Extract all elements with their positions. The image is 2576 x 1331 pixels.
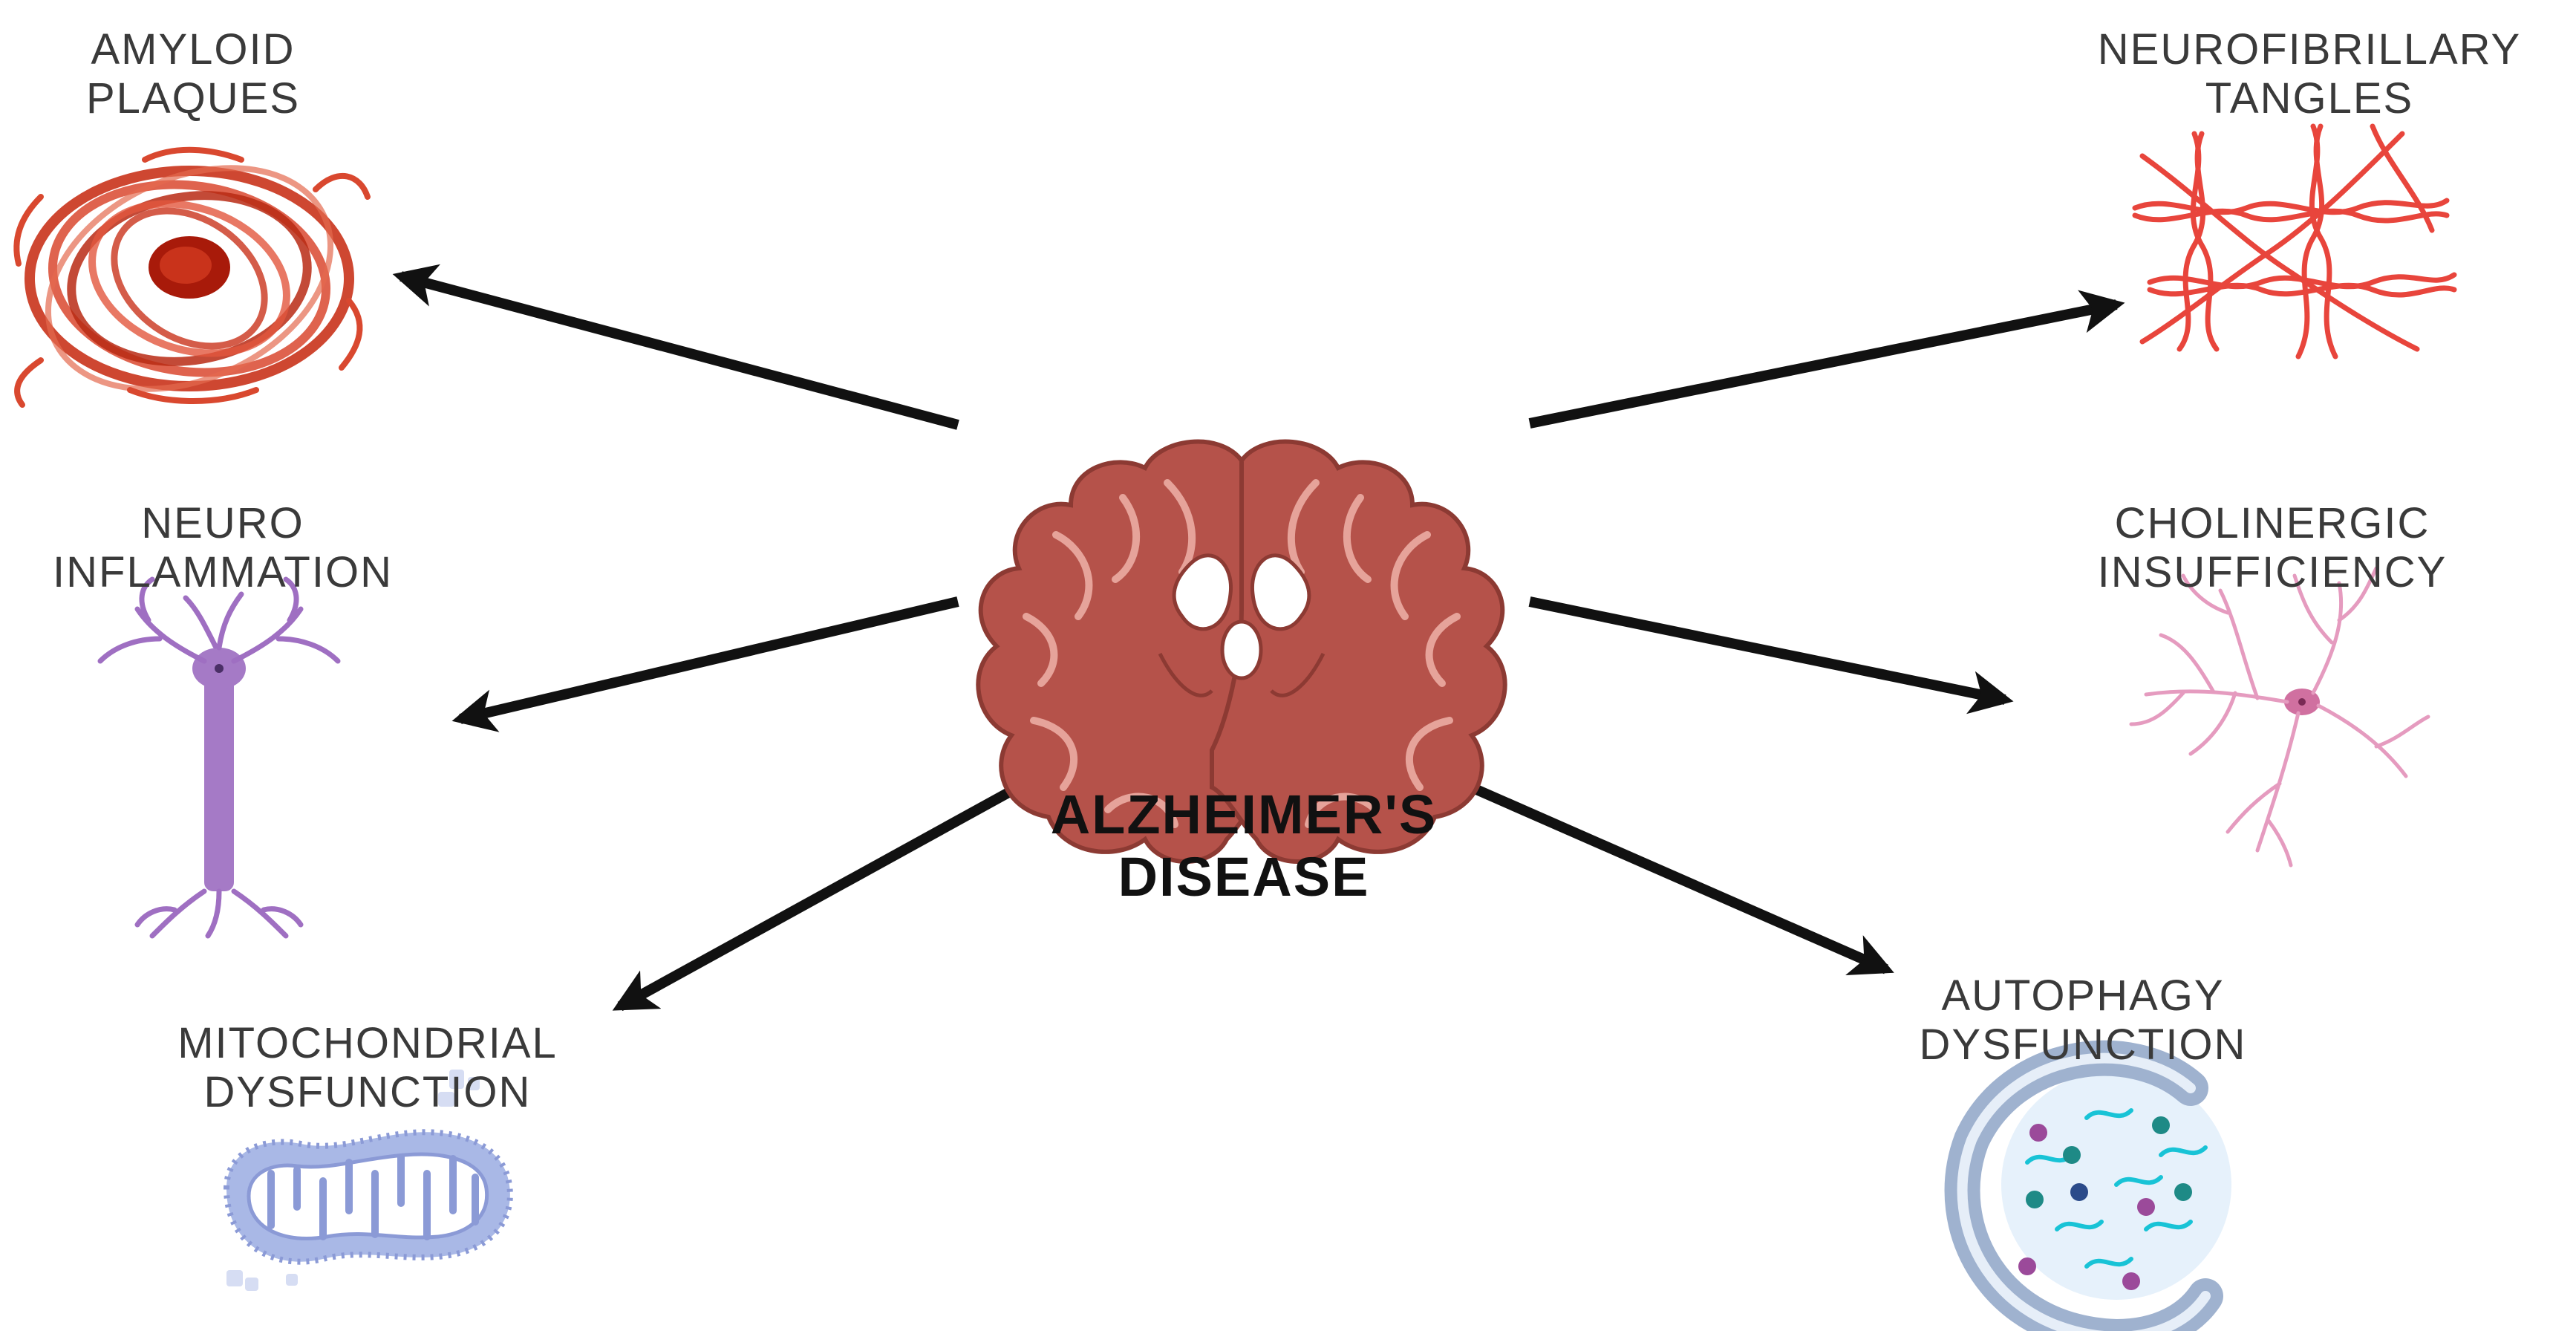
label-amyloid-line2: PLAQUES xyxy=(86,74,300,123)
arrows xyxy=(392,264,2125,1012)
arrow-to-cholinergic xyxy=(1528,596,2014,715)
label-amyloid-plaques: AMYLOID PLAQUES xyxy=(45,25,342,123)
mitochondrion-icon xyxy=(223,1070,513,1291)
label-autophagy-dysfunction: AUTOPHAGY DYSFUNCTION xyxy=(1886,972,2280,1070)
label-cholinergic-insufficiency: CHOLINERGIC INSUFFICIENCY xyxy=(2057,499,2488,597)
center-title-line2: DISEASE xyxy=(1118,846,1370,908)
tangles-icon xyxy=(2132,123,2457,359)
center-title: ALZHEIMER'S DISEASE xyxy=(991,784,1496,908)
label-neuro-inflammation: NEURO INFLAMMATION xyxy=(30,499,416,597)
cholinergic-neuron-icon xyxy=(2129,566,2430,868)
neuron-icon xyxy=(97,576,341,939)
arrow-to-amyloid xyxy=(392,264,959,430)
brain-icon xyxy=(976,439,1507,864)
label-mitochondrial-dysfunction: MITOCHONDRIAL DYSFUNCTION xyxy=(134,1019,601,1117)
label-tangles-line1: NEUROFIBRILLARY xyxy=(2097,25,2522,74)
arrow-to-autophagy xyxy=(1461,778,1894,976)
label-inflammation-line2: INFLAMMATION xyxy=(53,548,393,596)
autophagosome-icon xyxy=(1944,1040,2231,1331)
amyloid-plaque-icon xyxy=(13,146,371,408)
center-title-line1: ALZHEIMER'S xyxy=(1050,784,1438,845)
label-neurofibrillary-tangles: NEUROFIBRILLARY TANGLES xyxy=(2064,25,2554,123)
label-cholinergic-line1: CHOLINERGIC xyxy=(2114,499,2430,547)
arrow-to-inflammation xyxy=(451,596,959,732)
label-autophagy-line1: AUTOPHAGY xyxy=(1941,972,2225,1020)
label-autophagy-line2: DYSFUNCTION xyxy=(1919,1021,2247,1069)
arrow-to-mitochondrial xyxy=(612,778,1028,1012)
label-cholinergic-line2: INSUFFICIENCY xyxy=(2097,548,2448,596)
label-inflammation-line1: NEURO xyxy=(141,499,304,547)
label-tangles-line2: TANGLES xyxy=(2205,74,2414,123)
label-mitochondrial-line1: MITOCHONDRIAL xyxy=(177,1019,558,1067)
label-amyloid-line1: AMYLOID xyxy=(91,25,296,74)
label-mitochondrial-line2: DYSFUNCTION xyxy=(203,1068,532,1116)
arrow-to-tangles xyxy=(1528,290,2125,429)
